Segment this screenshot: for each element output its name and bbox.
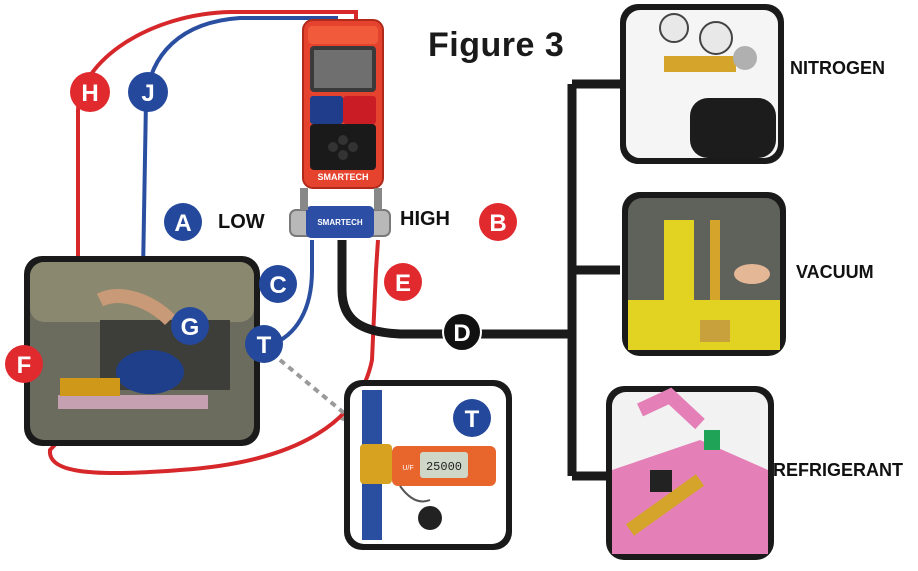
svg-text:J: J xyxy=(141,80,154,107)
manifold-brand: SMARTECH xyxy=(317,218,363,227)
svg-text:B: B xyxy=(489,210,506,237)
low-port-label: LOW xyxy=(218,211,265,233)
red-hose-h xyxy=(47,10,380,476)
marker-t: T xyxy=(245,325,283,363)
svg-text:C: C xyxy=(269,272,286,299)
temperature-probe-photo: 25000 U/F xyxy=(344,380,512,550)
marker-e: E xyxy=(384,263,422,301)
low-button-panel xyxy=(310,96,343,124)
source-label-refrigerant: REFRIGERANT xyxy=(773,460,903,480)
black-hose-d xyxy=(337,240,572,339)
svg-text:T: T xyxy=(465,406,480,433)
svg-text:G: G xyxy=(181,314,200,341)
source-label-vacuum: VACUUM xyxy=(796,262,874,282)
high-button-panel xyxy=(343,96,376,124)
marker-h: H xyxy=(70,72,110,112)
marker-c: C xyxy=(259,265,297,303)
svg-text:T: T xyxy=(257,332,272,359)
condenser-service-photo xyxy=(24,256,260,446)
vacuum-photo xyxy=(622,192,786,356)
high-port-label: HIGH xyxy=(400,208,450,230)
manifold-block[interactable]: SMARTECH xyxy=(289,188,391,238)
svg-text:A: A xyxy=(174,210,191,237)
svg-text:D: D xyxy=(453,320,470,347)
marker-b: B xyxy=(479,203,517,241)
probe-readout: 25000 xyxy=(426,460,462,474)
marker-d: D xyxy=(442,312,482,352)
source-trunk xyxy=(567,79,620,481)
svg-text:F: F xyxy=(17,352,32,379)
refrigerant-photo xyxy=(606,386,774,560)
marker-j: J xyxy=(128,72,168,112)
marker-t-probe: T xyxy=(453,399,491,437)
marker-g: G xyxy=(171,307,209,345)
svg-text:H: H xyxy=(81,80,98,107)
svg-text:E: E xyxy=(395,270,411,297)
marker-f: F xyxy=(5,345,43,383)
gauge-brand: SMARTECH xyxy=(318,172,369,182)
marker-a: A xyxy=(164,203,202,241)
nitrogen-photo xyxy=(620,4,784,164)
probe-unit: U/F xyxy=(402,465,413,472)
figure-title: Figure 3 xyxy=(428,26,565,64)
keypad xyxy=(310,124,376,170)
source-label-nitrogen: NITROGEN xyxy=(790,58,886,78)
digital-manifold-gauge[interactable]: SMARTECH xyxy=(302,19,384,189)
dashed-pointer xyxy=(278,358,352,420)
